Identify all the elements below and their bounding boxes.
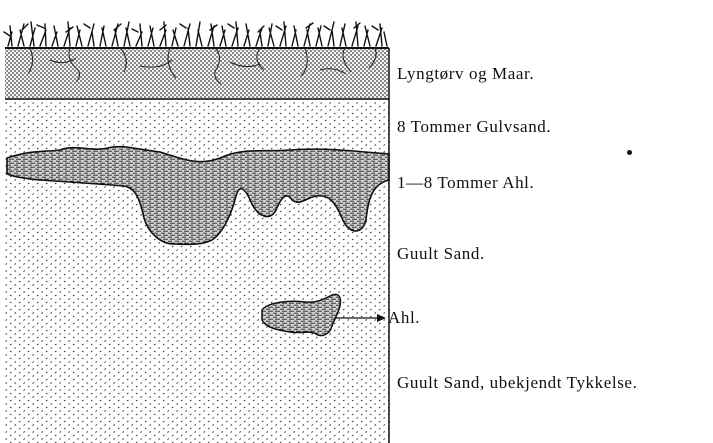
label-sand-base: Guult Sand, ubekjendt Tykkelse. — [397, 373, 637, 393]
label-yellow-sand: Guult Sand. — [397, 244, 485, 264]
label-heath-turf: Lyngtørv og Maar. — [397, 64, 534, 84]
heather-vegetation — [4, 22, 387, 46]
turf-layer — [5, 48, 389, 100]
label-sand-top: 8 Tommer Gulvsand. — [397, 117, 551, 137]
stray-dot — [627, 150, 632, 155]
label-ahl-band: 1—8 Tommer Ahl. — [397, 173, 534, 193]
label-ahl-lens: Ahl. — [388, 308, 420, 328]
